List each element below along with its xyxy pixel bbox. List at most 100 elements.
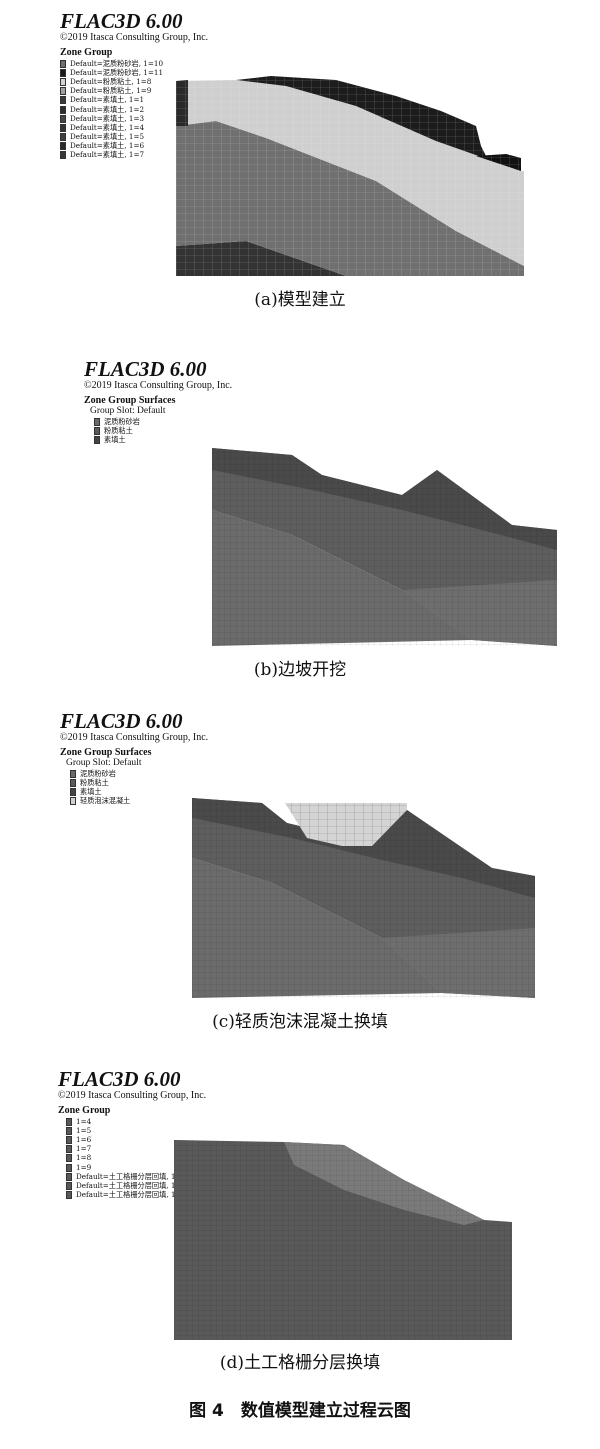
legend-label: Default=土工格栅分层回填, 1=3 (76, 1190, 187, 1200)
legend-swatch (70, 787, 76, 796)
legend-label: 1=5 (76, 1125, 92, 1135)
model-mesh-d (174, 1140, 512, 1340)
legend-label: 粉质粘土 (104, 425, 133, 435)
legend-item: Default=泥质粉砂岩, 1=11 (60, 68, 208, 77)
legend-label: Default=粉质粘土, 1=9 (70, 86, 152, 96)
legend-label: Default=素填土, 1=2 (70, 104, 145, 114)
legend-item: 素填土 (70, 787, 208, 796)
legend-item: Default=素填土, 1=7 (60, 151, 208, 160)
legend-list: 泥质粉砂岩 粉质粘土 素填土 (94, 417, 232, 445)
legend-title: Zone Group (60, 47, 113, 58)
panel-c: FLAC3D 6.00 ©2019 Itasca Consulting Grou… (0, 700, 600, 1050)
legend-title: Zone Group Surfaces (60, 747, 152, 758)
legend-list: 1=4 1=5 1=6 1=7 1=8 1=9 Default=土工格栅分层回填… (66, 1117, 206, 1200)
legend-item: Default=土工格栅分层回填, 1=1 (66, 1172, 206, 1181)
app-title: FLAC3D 6.00 (58, 1067, 181, 1091)
legend-label: Default=粉质粘土, 1=8 (70, 76, 152, 86)
legend-item: Default=土工格栅分层回填, 1=2 (66, 1181, 206, 1190)
panel-d-header: FLAC3D 6.00 ©2019 Itasca Consulting Grou… (58, 1068, 206, 1200)
model-mesh-a (176, 76, 524, 276)
legend-label: Default=泥质粉砂岩, 1=11 (70, 67, 164, 77)
mesh-overlay (174, 1140, 512, 1340)
legend-label: 1=8 (76, 1153, 92, 1163)
foam-mesh-overlay (285, 803, 407, 846)
legend-list: 泥质粉砂岩 粉质粘土 素填土 轻质泡沫混凝土 (70, 769, 208, 806)
legend-item: 泥质粉砂岩 (70, 769, 208, 778)
mesh-overlay (192, 798, 535, 998)
panel-d: FLAC3D 6.00 ©2019 Itasca Consulting Grou… (0, 1060, 600, 1380)
figure-title: 图 4 数值模型建立过程云图 (189, 1401, 411, 1421)
legend-label: 轻质泡沫混凝土 (80, 796, 131, 806)
legend-swatch (70, 797, 76, 806)
panel-b-header: FLAC3D 6.00 ©2019 Itasca Consulting Grou… (84, 358, 232, 445)
legend-item: Default=粉质粘土, 1=9 (60, 87, 208, 96)
copyright-text: ©2019 Itasca Consulting Group, Inc. (60, 32, 209, 43)
legend-label: 1=7 (76, 1144, 92, 1154)
legend-swatch (60, 114, 66, 123)
legend-item: 1=5 (66, 1126, 206, 1135)
panel-a-header: FLAC3D 6.00 ©2019 Itasca Consulting Grou… (60, 10, 208, 160)
app-title: FLAC3D 6.00 (60, 9, 183, 33)
mesh-overlay (212, 448, 557, 646)
legend-item: Default=素填土, 1=6 (60, 142, 208, 151)
app-title: FLAC3D 6.00 (60, 709, 183, 733)
legend-item: Default=素填土, 1=3 (60, 114, 208, 123)
legend-label: Default=素填土, 1=4 (70, 122, 145, 132)
legend-label: 1=4 (76, 1116, 92, 1126)
copyright-text: ©2019 Itasca Consulting Group, Inc. (58, 1090, 207, 1101)
caption-c: (c)轻质泡沫混凝土换填 (212, 1012, 388, 1032)
copyright-text: ©2019 Itasca Consulting Group, Inc. (60, 732, 209, 743)
legend-swatch (60, 142, 66, 151)
legend-item: Default=素填土, 1=2 (60, 105, 208, 114)
legend-label: 粉质粘土 (80, 777, 109, 787)
legend-label: 1=6 (76, 1134, 92, 1144)
legend-swatch (66, 1126, 72, 1135)
legend-item: 泥质粉砂岩 (94, 417, 232, 426)
legend-label: 泥质粉砂岩 (80, 768, 116, 778)
legend-item: Default=素填土, 1=5 (60, 133, 208, 142)
panel-a: FLAC3D 6.00 ©2019 Itasca Consulting Grou… (0, 0, 600, 320)
legend-swatch (66, 1145, 72, 1154)
legend-swatch (94, 417, 100, 426)
legend-label: 素填土 (104, 434, 126, 444)
legend-item: 1=7 (66, 1145, 206, 1154)
caption-a: (a)模型建立 (254, 290, 346, 310)
group-slot-label: Group Slot: Default (66, 758, 142, 768)
mesh-overlay (176, 76, 524, 276)
legend-label: 泥质粉砂岩 (104, 416, 140, 426)
legend-item: Default=素填土, 1=1 (60, 96, 208, 105)
legend-item: 1=4 (66, 1117, 206, 1126)
legend-swatch (60, 151, 66, 160)
legend-title: Zone Group Surfaces (84, 395, 176, 406)
legend-item: 1=6 (66, 1135, 206, 1144)
legend-label: Default=素填土, 1=1 (70, 95, 145, 105)
legend-list: Default=泥质粉砂岩, 1=10 Default=泥质粉砂岩, 1=11 … (60, 59, 208, 160)
copyright-text: ©2019 Itasca Consulting Group, Inc. (84, 380, 233, 391)
group-slot-label: Group Slot: Default (90, 406, 166, 416)
legend-swatch (94, 435, 100, 444)
legend-item: 1=9 (66, 1163, 206, 1172)
legend-label: Default=泥质粉砂岩, 1=10 (70, 58, 164, 68)
legend-label: Default=素填土, 1=5 (70, 132, 145, 142)
panel-b: FLAC3D 6.00 ©2019 Itasca Consulting Grou… (0, 330, 600, 690)
legend-swatch (60, 96, 66, 105)
caption-b: (b)边坡开挖 (253, 660, 347, 680)
legend-swatch (70, 778, 76, 787)
legend-swatch (60, 68, 66, 77)
legend-label: Default=土工格栅分层回填, 1=1 (76, 1171, 187, 1181)
legend-swatch (66, 1135, 72, 1144)
legend-label: Default=素填土, 1=6 (70, 141, 145, 151)
legend-swatch (94, 426, 100, 435)
legend-item: Default=土工格栅分层回填, 1=3 (66, 1191, 206, 1200)
legend-swatch (66, 1154, 72, 1163)
legend-label: 素填土 (80, 786, 102, 796)
caption-d: (d)土工格栅分层换填 (219, 1353, 381, 1373)
legend-label: 1=9 (76, 1162, 92, 1172)
legend-swatch (70, 769, 76, 778)
legend-item: 素填土 (94, 435, 232, 444)
app-title: FLAC3D 6.00 (84, 357, 207, 381)
legend-item: 1=8 (66, 1154, 206, 1163)
legend-swatch (60, 77, 66, 86)
legend-swatch (60, 105, 66, 114)
legend-item: 粉质粘土 (70, 778, 208, 787)
